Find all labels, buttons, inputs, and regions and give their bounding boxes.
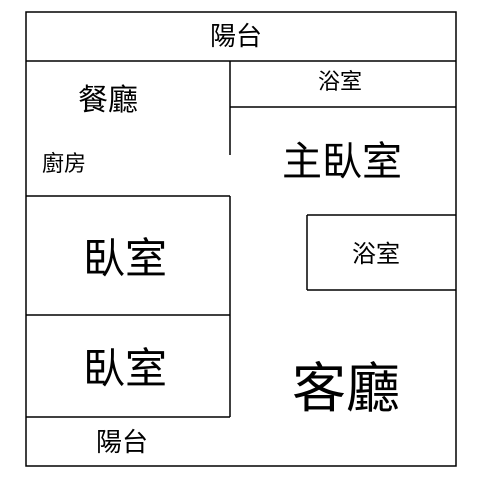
- room-label-kitchen: 廚房: [42, 152, 87, 177]
- room-label-bathroom-top: 浴室: [318, 70, 363, 95]
- room-label-bedroom-lower: 臥室: [83, 344, 168, 393]
- room-label-balcony-bottom: 陽台: [96, 428, 149, 458]
- room-label-master-bedroom: 主臥室: [282, 139, 402, 185]
- room-label-balcony-top: 陽台: [210, 22, 263, 52]
- room-label-bathroom-middle: 浴室: [352, 240, 400, 268]
- room-label-bedroom-upper: 臥室: [83, 234, 168, 283]
- outer-wall: [25, 11, 457, 467]
- room-label-living-room: 客廳: [292, 357, 400, 420]
- room-label-dining-room: 餐廳: [78, 83, 138, 118]
